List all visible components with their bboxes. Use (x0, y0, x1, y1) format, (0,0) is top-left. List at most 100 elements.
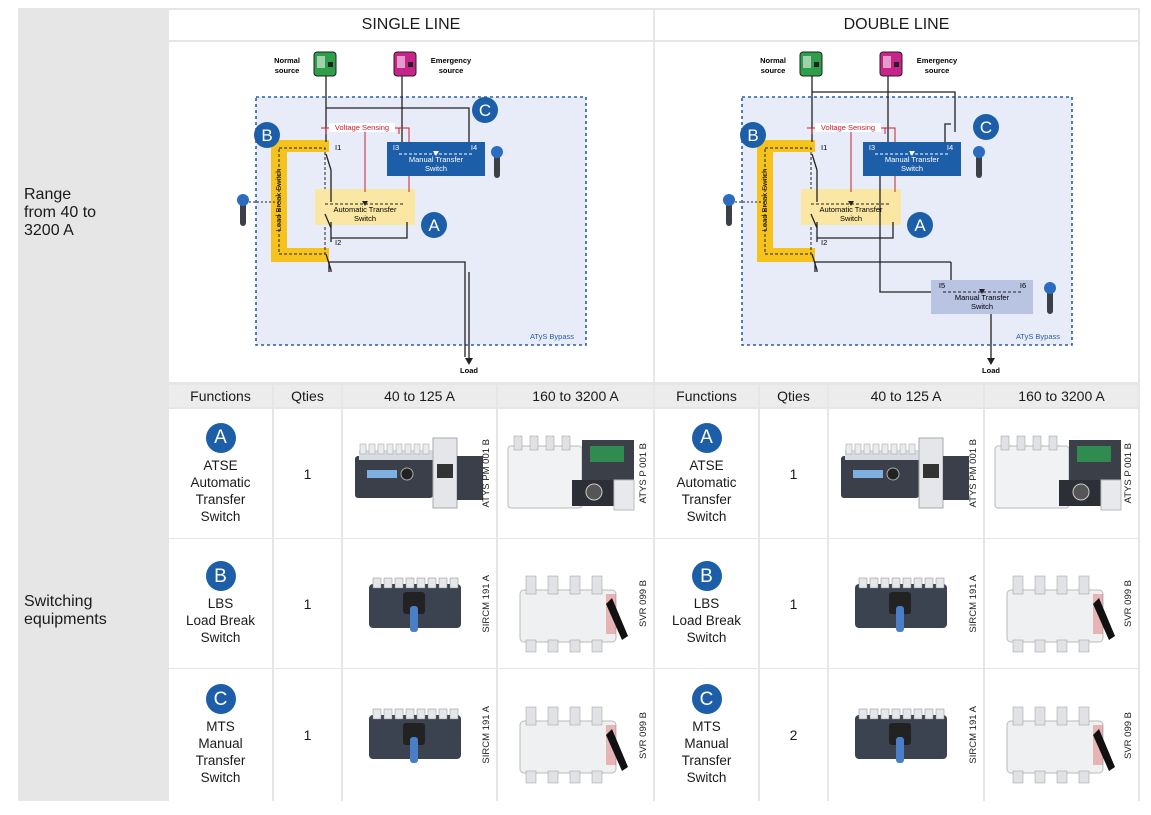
header-single-line: SINGLE LINE (169, 10, 653, 40)
col-range-low: 40 to 125 A (343, 385, 496, 407)
svg-text:Switch: Switch (971, 302, 993, 311)
product-photo-cell: SVR 099 B (985, 539, 1138, 668)
svg-text:C: C (479, 101, 491, 120)
svg-text:I6: I6 (1020, 281, 1026, 290)
mts-block (863, 142, 961, 176)
svr-switch-icon (989, 685, 1129, 790)
product-reference: SVR 099 B (638, 539, 649, 668)
product-reference-text: SVR 099 B (638, 711, 649, 759)
function-code: MTS (692, 719, 721, 734)
product-reference-text: SVR 099 B (1123, 711, 1134, 759)
svr-switch-icon (502, 685, 642, 790)
product-reference: SIRCM 191 A (968, 539, 979, 668)
quantity-cell: 1 (760, 409, 827, 538)
function-code: ATSE (689, 457, 724, 473)
quantity-cell: 1 (274, 409, 341, 538)
product-photo-cell: ATYS P 001 B (498, 409, 653, 538)
product-photo-cell: ATYS P 001 B (985, 409, 1138, 538)
sircm-switch-icon (347, 685, 487, 790)
product-photo-cell: SIRCM 191 A (343, 539, 496, 668)
product-reference: ATYS PM 001 B (481, 409, 492, 538)
svg-text:I3: I3 (393, 143, 399, 152)
function-badge: B (205, 561, 236, 591)
product-reference: SIRCM 191 A (481, 669, 492, 801)
header-double-line: DOUBLE LINE (655, 10, 1138, 40)
product-reference-text: SIRCM 191 A (968, 706, 979, 764)
svg-text:ATyS Bypass: ATyS Bypass (1016, 332, 1060, 341)
handle-icon (491, 146, 503, 178)
svg-text:C: C (980, 118, 992, 137)
svg-text:Switch: Switch (354, 214, 376, 223)
svg-text:Manual Transfer: Manual Transfer (955, 293, 1010, 302)
svg-text:Emergency: Emergency (917, 56, 958, 65)
function-badge: C (205, 684, 236, 714)
product-photo-cell: SVR 099 B (985, 669, 1138, 801)
col-range-high: 160 to 3200 A (985, 385, 1138, 407)
function-code: LBS (693, 596, 720, 611)
atys-p-product-icon (989, 424, 1129, 529)
normal-source-icon (799, 51, 823, 77)
lbs-block (271, 140, 329, 262)
product-reference: ATYS P 001 B (638, 409, 649, 538)
badge-b: B (254, 122, 280, 148)
atys-pm-product-icon (347, 424, 487, 529)
svg-text:Voltage Sensing: Voltage Sensing (335, 123, 389, 132)
product-reference-text: SVR 099 B (1123, 580, 1134, 627)
product-reference: SVR 099 B (1123, 539, 1134, 668)
product-photo-cell: SIRCM 191 A (343, 669, 496, 801)
svr-switch-icon (989, 554, 1129, 659)
svg-text:I2: I2 (335, 238, 341, 247)
svg-text:Emergency: Emergency (431, 56, 472, 65)
svg-text:Normal: Normal (274, 56, 300, 65)
product-reference: SIRCM 191 A (481, 539, 492, 668)
function-code: ATSE (203, 457, 238, 473)
col-range-high: 160 to 3200 A (498, 385, 653, 407)
function-code: MTS (206, 719, 235, 734)
product-reference-text: SVR 099 B (638, 580, 649, 627)
handle-icon (1044, 282, 1056, 314)
svg-text:I1: I1 (335, 143, 341, 152)
mts2-block (931, 280, 1033, 314)
product-reference-text: ATYS P 001 B (1123, 443, 1134, 504)
svg-text:Switch: Switch (425, 164, 447, 173)
emergency-source-icon (879, 51, 903, 77)
atys-pm-product-icon (833, 424, 973, 529)
svg-text:Load: Load (982, 366, 1000, 375)
svg-text:Switch: Switch (840, 214, 862, 223)
product-reference-text: ATYS PM 001 B (481, 439, 492, 508)
function-code: LBS (207, 596, 234, 611)
svg-text:B: B (261, 126, 272, 145)
svg-text:Load: Load (460, 366, 478, 375)
svg-text:I5: I5 (939, 281, 945, 290)
product-reference-text: SIRCM 191 A (481, 706, 492, 764)
quantity-cell: 1 (760, 539, 827, 668)
product-reference-text: SIRCM 191 A (481, 574, 492, 633)
badge-a: A (421, 212, 447, 238)
product-reference-text: ATYS P 001 B (638, 443, 649, 504)
product-reference-text: SIRCM 191 A (968, 574, 979, 633)
product-reference: SVR 099 B (638, 669, 649, 801)
sircm-switch-icon (347, 554, 487, 659)
svg-text:source: source (275, 66, 300, 75)
product-reference: SVR 099 B (1123, 669, 1134, 801)
svg-text:Manual Transfer: Manual Transfer (885, 155, 940, 164)
badge-c: C (472, 97, 498, 123)
svg-text:Switch: Switch (901, 164, 923, 173)
sircm-switch-icon (833, 685, 973, 790)
product-photo-cell: ATYS PM 001 B (343, 409, 496, 538)
svg-text:source: source (925, 66, 950, 75)
